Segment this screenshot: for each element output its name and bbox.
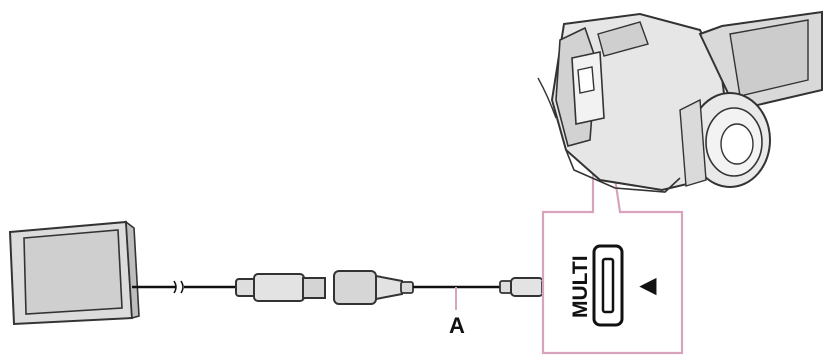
usb-plug-icon [235,273,326,302]
usb-adapter-icon [333,270,414,305]
multi-port-icon: ◀ [592,244,657,327]
label-a: A [449,313,465,338]
camcorder-icon [537,10,823,193]
cable-monitor-side [132,280,236,294]
port-arrow: ◀ [639,274,657,297]
monitor-icon [8,220,140,326]
port-label: MULTI [569,255,592,318]
